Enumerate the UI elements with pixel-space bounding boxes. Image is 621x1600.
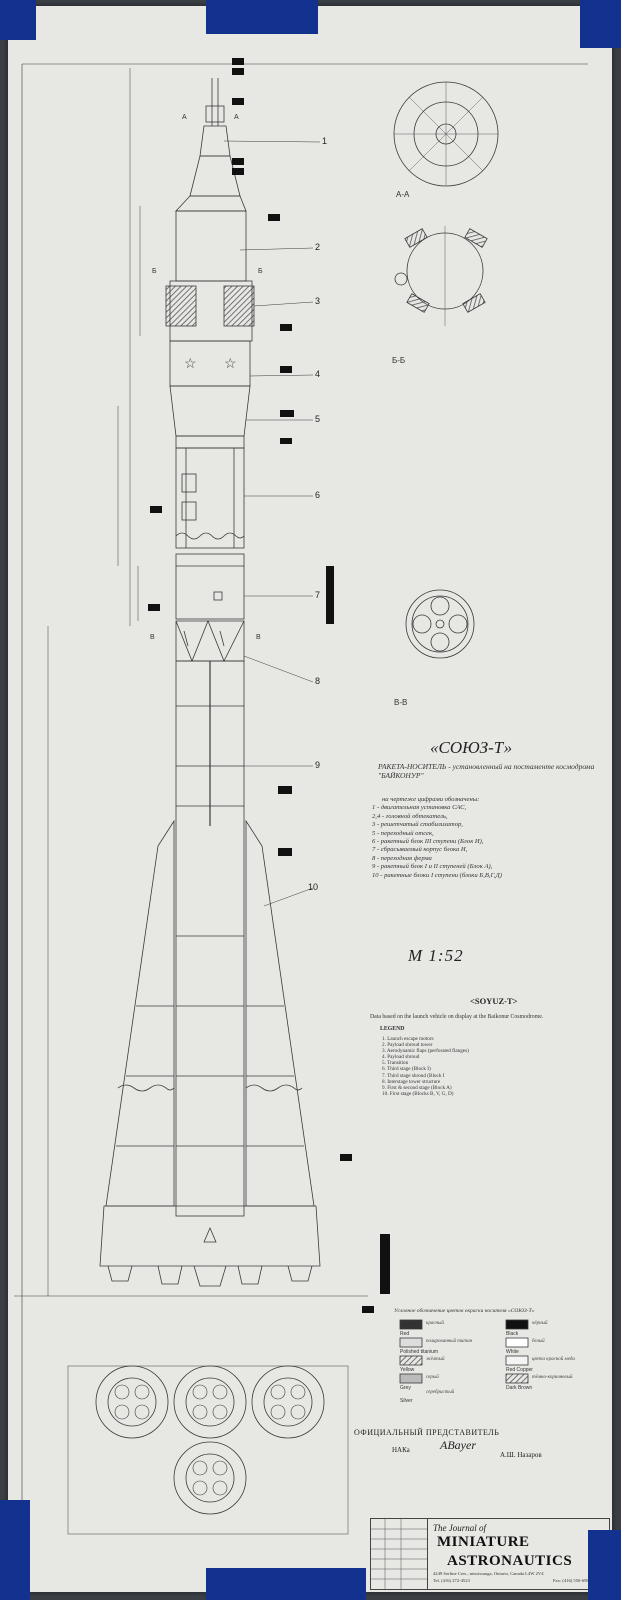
note-item: 6 - ракетный блок III ступени (Блок И), — [372, 838, 484, 846]
section-mark-a-left: А — [182, 114, 187, 121]
swatch-label-ru: тёмно-коричневый — [532, 1375, 573, 1380]
swatch-label: Grey — [400, 1385, 411, 1391]
svg-text:☆: ☆ — [184, 357, 197, 372]
swatch-label-ru: красный — [426, 1321, 444, 1326]
drawing-title-en: <SOYUZ-T> — [470, 996, 518, 1006]
callout-4: 4 — [315, 369, 321, 379]
note-item: 2,4 - головной обтекатель, — [372, 812, 448, 820]
tape-bottom-left — [0, 1500, 30, 1600]
note-item: 8 - переходная ферма — [372, 854, 432, 862]
swatch-label: White — [506, 1349, 519, 1355]
swatch-label: Yellow — [400, 1367, 415, 1373]
swatch-label-ru: жёлтый — [426, 1357, 445, 1362]
color-key-heading: Условное обозначение цветов окраски носи… — [394, 1308, 535, 1314]
swatch-label-ru: чёрный — [532, 1321, 548, 1326]
swatch-label: Dark Brown — [506, 1385, 533, 1391]
tape-bottom-right — [588, 1530, 621, 1600]
organization: НАКа — [392, 1446, 410, 1454]
callout-5: 5 — [315, 414, 321, 424]
tape-bottom-center — [206, 1568, 366, 1600]
drawing-title-ru: «СОЮЗ-Т» — [430, 738, 513, 757]
journal-name-line2: ASTRONAUTICS — [447, 1553, 573, 1569]
callout-notes-ru: на чертеже цифрами обозначены: 1 - двига… — [372, 796, 602, 880]
data-source-note: Data based on the launch vehicle on disp… — [370, 1014, 544, 1020]
legend-item: 5. Transition — [382, 1060, 409, 1067]
callout-1: 1 — [322, 136, 328, 146]
blueprint-sheet: ☆ ☆ — [8, 6, 612, 1592]
legend-item: 2. Payload shroud tower — [382, 1042, 433, 1049]
legend-item: 7. Third stage shroud (Block I — [382, 1072, 445, 1079]
callout-2: 2 — [315, 242, 321, 252]
note-item: 1 - двигательная установка САС, — [372, 804, 467, 812]
legend-item: 1. Launch escape motors — [382, 1036, 434, 1042]
section-label-a: А-А — [396, 190, 410, 199]
callout-3: 3 — [315, 296, 321, 306]
rocket-drawing: ☆ ☆ — [14, 58, 588, 1535]
swatch-label: Polished titanium — [400, 1349, 439, 1355]
section-mark-v-right: В — [256, 634, 261, 641]
swatch-label-ru: серебристый — [426, 1390, 455, 1395]
note-item: 7 - сбрасываемый корпус блока И, — [372, 846, 468, 854]
journal-fax: Fax: (416) 556-6986 — [553, 1578, 592, 1583]
title-block: The Journal of MINIATURE ASTRONAUTICS 42… — [370, 1518, 610, 1590]
legend-item: 8. Interstage tower structure — [382, 1078, 441, 1085]
tape-top-left — [0, 0, 36, 40]
callout-6: 6 — [315, 490, 321, 500]
signature: ABayer — [440, 1438, 476, 1452]
swatch-label: Silver — [400, 1398, 413, 1404]
journal-name-line1: MINIATURE — [437, 1534, 530, 1550]
drawing-subtitle-ru: РАКЕТА-НОСИТЕЛЬ - установленный на поста… — [378, 762, 595, 780]
representative-name: А.Ш. Назаров — [500, 1451, 542, 1459]
swatch-label-ru: полированный титан — [426, 1339, 473, 1344]
tape-top-center — [206, 0, 318, 34]
callout-8: 8 — [315, 676, 321, 686]
legend-list: 1. Launch escape motors 2. Payload shrou… — [382, 1036, 469, 1097]
legend-item: 4. Payload shroud — [382, 1054, 420, 1061]
section-mark-v-left: В — [150, 634, 155, 641]
legend-item: 10. First stage (Blocks B, V, G, D) — [382, 1090, 454, 1097]
section-mark-b-right: Б — [258, 268, 263, 275]
section-mark-a-right: А — [234, 114, 239, 121]
journal-tel: Tel. (416) 272-4523 — [433, 1578, 470, 1583]
tape-top-right — [580, 0, 621, 48]
journal-line: The Journal of — [433, 1523, 486, 1533]
legend-item: 3. Aerodynamic flaps (perforated flanges… — [382, 1048, 469, 1055]
swatch-label-ru: цвета красной меди — [532, 1357, 575, 1362]
swatch-label-ru: белый — [532, 1339, 545, 1344]
callout-9: 9 — [315, 760, 321, 770]
swatch-label-ru: серый — [426, 1375, 439, 1380]
journal-address: 4249 Sorline Cres., mississauga, Ontario… — [433, 1571, 544, 1576]
title-block-grid — [371, 1519, 428, 1589]
section-label-v: В-В — [394, 698, 408, 707]
section-label-b: Б-Б — [392, 356, 406, 365]
notes-intro: на чертеже цифрами обозначены: — [382, 796, 480, 803]
legend-item: 9. First & second stage (Block A) — [382, 1084, 452, 1091]
note-item: 3 - решетчатый стабилизатор, — [372, 821, 463, 829]
callout-10: 10 — [308, 882, 319, 892]
swatch-label: Red Copper — [506, 1367, 533, 1373]
note-item: 9 - ракетный блок I и II ступеней (Блок … — [372, 863, 493, 871]
callout-7: 7 — [315, 590, 321, 600]
official-representative: ОФИЦИАЛЬНЫЙ ПРЕДСТАВИТЕЛЬ — [354, 1428, 500, 1437]
section-mark-b-left: Б — [152, 268, 157, 275]
swatch-label: Black — [506, 1331, 519, 1337]
note-item: 10 - ракетные блоки I ступени (блоки Б,В… — [372, 871, 502, 879]
legend-heading: LEGEND — [380, 1026, 405, 1032]
svg-text:☆: ☆ — [224, 357, 237, 372]
legend-item: 6. Third stage (Block I) — [382, 1066, 431, 1073]
swatch-label: Red — [400, 1331, 410, 1337]
drawing-scale: М 1:52 — [408, 946, 464, 965]
note-item: 5 - переходный отсек, — [372, 829, 434, 837]
